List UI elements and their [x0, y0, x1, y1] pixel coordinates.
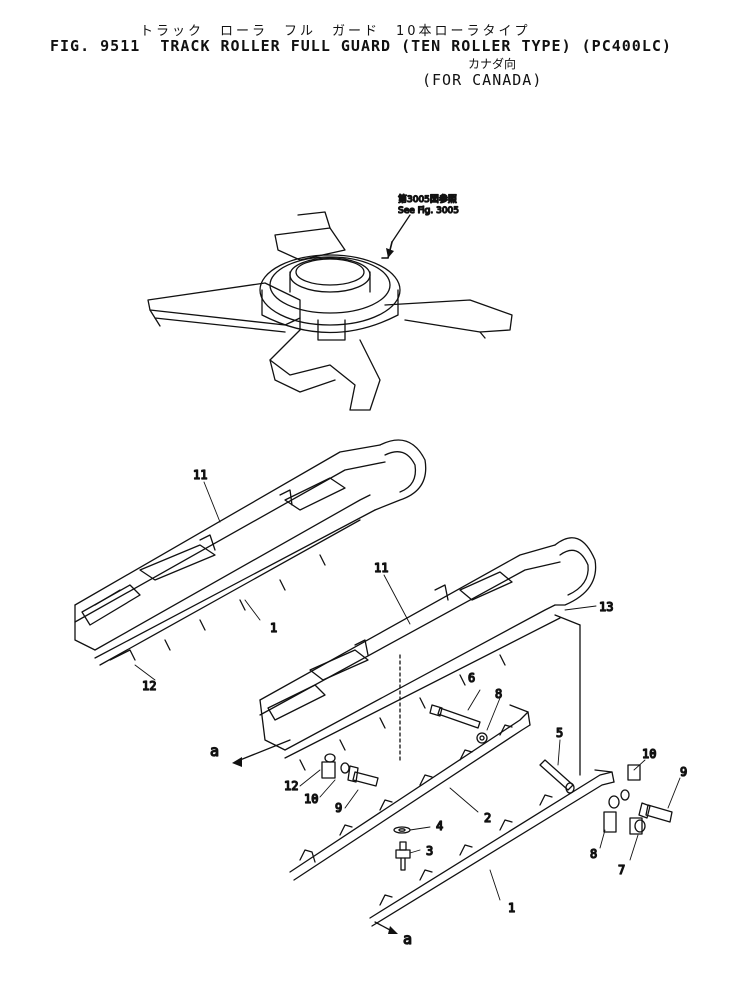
reference-japanese: 第3005図参照: [398, 193, 457, 205]
label-9-right: 9: [680, 765, 687, 779]
solid-guide-lines: [232, 614, 581, 934]
center-frame: [147, 211, 513, 411]
label-a-bottom: a: [403, 930, 412, 948]
label-5: 5: [556, 726, 563, 740]
label-3: 3: [426, 844, 433, 858]
label-13: 13: [599, 600, 613, 614]
label-2: 2: [484, 811, 491, 825]
right-bolt-set: [603, 764, 673, 835]
label-a-left: a: [210, 742, 219, 760]
label-12-top: 12: [142, 679, 156, 693]
bolt-6: [429, 704, 481, 729]
label-4: 4: [436, 819, 443, 833]
label-9-left: 9: [335, 801, 342, 815]
leader-lines: [134, 481, 681, 901]
subtitle-region: (FOR CANADA): [422, 71, 543, 89]
track-frame-left: [74, 439, 427, 666]
title-japanese: トラック ローラ フル ガード 10本ローラタイプ: [140, 24, 531, 39]
guard-part-2: [289, 704, 531, 881]
figure-title: FIG. 9511 TRACK ROLLER FULL GUARD (TEN R…: [50, 37, 672, 55]
label-11-right: 11: [374, 561, 388, 575]
reference-english: See Fig. 3005: [398, 206, 459, 216]
bolt-3: [395, 841, 411, 871]
label-8-top: 8: [495, 687, 502, 701]
track-frame-right: [259, 537, 597, 771]
label-6: 6: [468, 671, 475, 685]
subtitle-japanese: カナダ向: [468, 57, 517, 71]
washer-8-top: [476, 732, 488, 744]
label-10-right: 10: [642, 747, 656, 761]
label-7: 7: [618, 863, 625, 877]
guard-part-1: [369, 769, 615, 927]
label-8-bottom: 8: [590, 847, 597, 861]
reference-callout: [381, 214, 411, 259]
left-bolt-set: [321, 753, 379, 787]
label-12-bottom: 12: [284, 779, 298, 793]
label-1-guard: 1: [508, 901, 515, 915]
label-11-left: 11: [193, 468, 207, 482]
label-1-frame: 1: [270, 621, 277, 635]
pin-5: [539, 759, 575, 794]
label-10-left: 10: [304, 792, 318, 806]
washer-4: [393, 826, 411, 834]
